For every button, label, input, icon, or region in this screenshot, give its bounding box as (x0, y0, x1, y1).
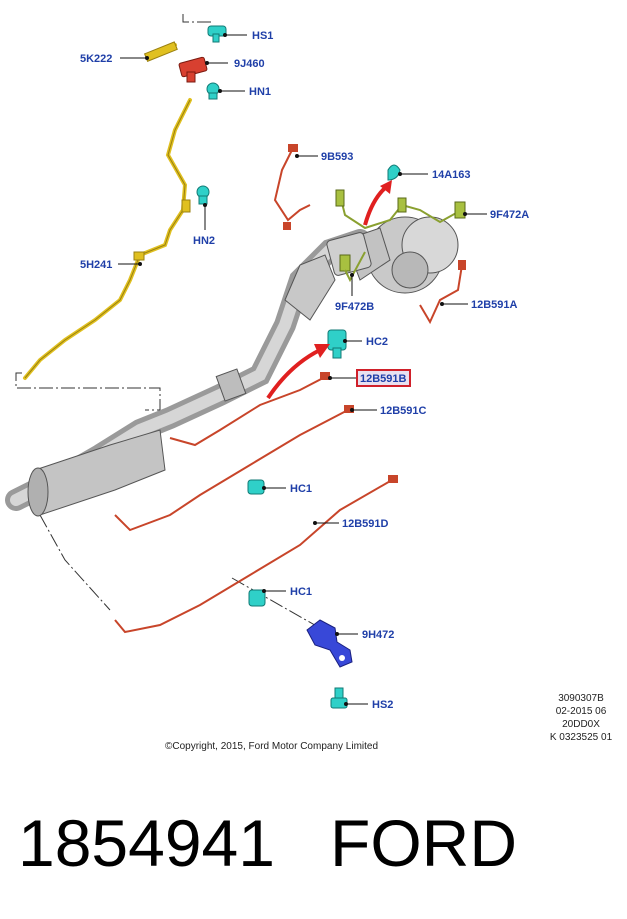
clip-hc1-lower (248, 589, 266, 607)
callout-labels: HS1 5K222 9J460 HN1 9B593 14A163 9F472A … (80, 30, 529, 711)
callout-9j460[interactable]: 9J460 (234, 58, 265, 70)
callout-hn2[interactable]: HN2 (193, 235, 215, 247)
wire-12b591d (114, 475, 398, 634)
meta-line-1: 3090307B (558, 693, 604, 704)
callout-14a163[interactable]: 14A163 (432, 169, 471, 181)
footer-caption: 1854941 FORD (18, 803, 618, 883)
clip-hc2 (327, 329, 347, 359)
meta-line-4: K 0323525 01 (549, 732, 613, 743)
wire-9b593 (273, 144, 311, 230)
harness-5h241 (23, 41, 192, 380)
clip-hn2 (196, 185, 210, 205)
copyright-notice: ©Copyright, 2015, Ford Motor Company Lim… (165, 741, 379, 752)
connectors-9f472 (335, 189, 466, 283)
callout-12b591a[interactable]: 12B591A (471, 299, 518, 311)
callout-9h472[interactable]: 9H472 (362, 629, 394, 641)
callout-hc1-lower[interactable]: HC1 (290, 586, 312, 598)
callout-5h241[interactable]: 5H241 (80, 259, 112, 271)
callout-hc2[interactable]: HC2 (366, 336, 388, 348)
direction-arrows (266, 180, 392, 400)
bracket-9h472 (306, 619, 353, 668)
brand-name: FORD (330, 806, 517, 880)
reference-lines (15, 14, 321, 629)
callout-9b593[interactable]: 9B593 (321, 151, 353, 163)
exhaust-system (5, 216, 459, 517)
highlight-box (356, 369, 411, 387)
clip-hc1-upper (247, 479, 265, 495)
meta-line-3: 20DD0X (562, 719, 600, 730)
meta-line-2: 02-2015 06 (555, 706, 607, 717)
wire-12b591a (419, 260, 466, 325)
clip-hn1 (206, 82, 220, 100)
callout-9f472b[interactable]: 9F472B (335, 301, 374, 313)
part-number: 1854941 (18, 806, 275, 880)
connector-9j460 (178, 56, 208, 83)
callout-hs1[interactable]: HS1 (252, 30, 273, 42)
wire-12b591c (114, 405, 354, 532)
callout-9f472a[interactable]: 9F472A (490, 209, 529, 221)
clip-hs1 (207, 25, 227, 43)
wire-12b591b (169, 372, 330, 447)
callout-5k222[interactable]: 5K222 (80, 53, 112, 65)
leader-lines (118, 33, 487, 706)
drawing-metadata: 3090307B 02-2015 06 20DD0X K 0323525 01 (536, 692, 626, 744)
callout-hn1[interactable]: HN1 (249, 86, 271, 98)
callout-12b591c[interactable]: 12B591C (380, 405, 427, 417)
clip-14a163 (387, 164, 401, 181)
exhaust-wiring-diagram: HS1 5K222 9J460 HN1 9B593 14A163 9F472A … (5, 14, 529, 711)
callout-12b591b[interactable]: 12B591B (360, 373, 407, 385)
callout-hc1-upper[interactable]: HC1 (290, 483, 312, 495)
callout-12b591d[interactable]: 12B591D (342, 518, 389, 530)
callout-hs2[interactable]: HS2 (372, 699, 393, 711)
